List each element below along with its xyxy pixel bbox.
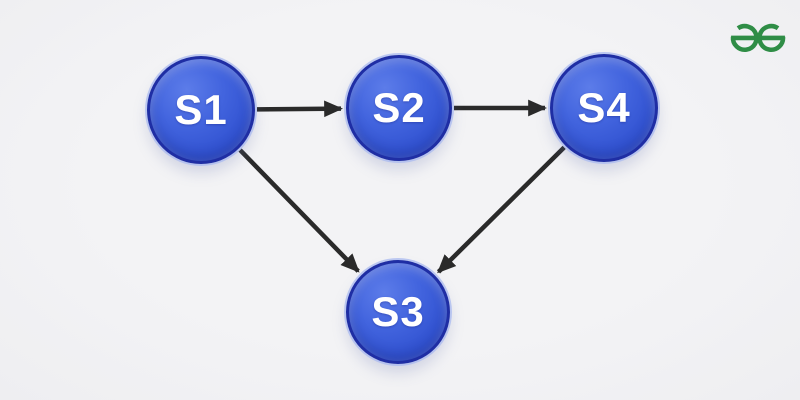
node-s2: S2	[346, 55, 452, 161]
logo-right-g	[757, 23, 786, 53]
edge-arrow-S4-S3	[436, 145, 566, 274]
node-s4: S4	[550, 54, 658, 162]
node-s3-label: S3	[371, 288, 425, 335]
node-s4-label: S4	[577, 84, 631, 131]
node-s1-label: S1	[174, 86, 228, 133]
edge-arrow-S1-S3	[238, 148, 360, 273]
node-s1: S1	[147, 56, 255, 164]
geeksforgeeks-logo-icon	[730, 23, 786, 53]
edge-arrow-S1-S2	[256, 100, 343, 118]
node-s2-label: S2	[372, 84, 426, 131]
logo-left-g	[730, 23, 759, 53]
node-s3: S3	[346, 260, 450, 364]
